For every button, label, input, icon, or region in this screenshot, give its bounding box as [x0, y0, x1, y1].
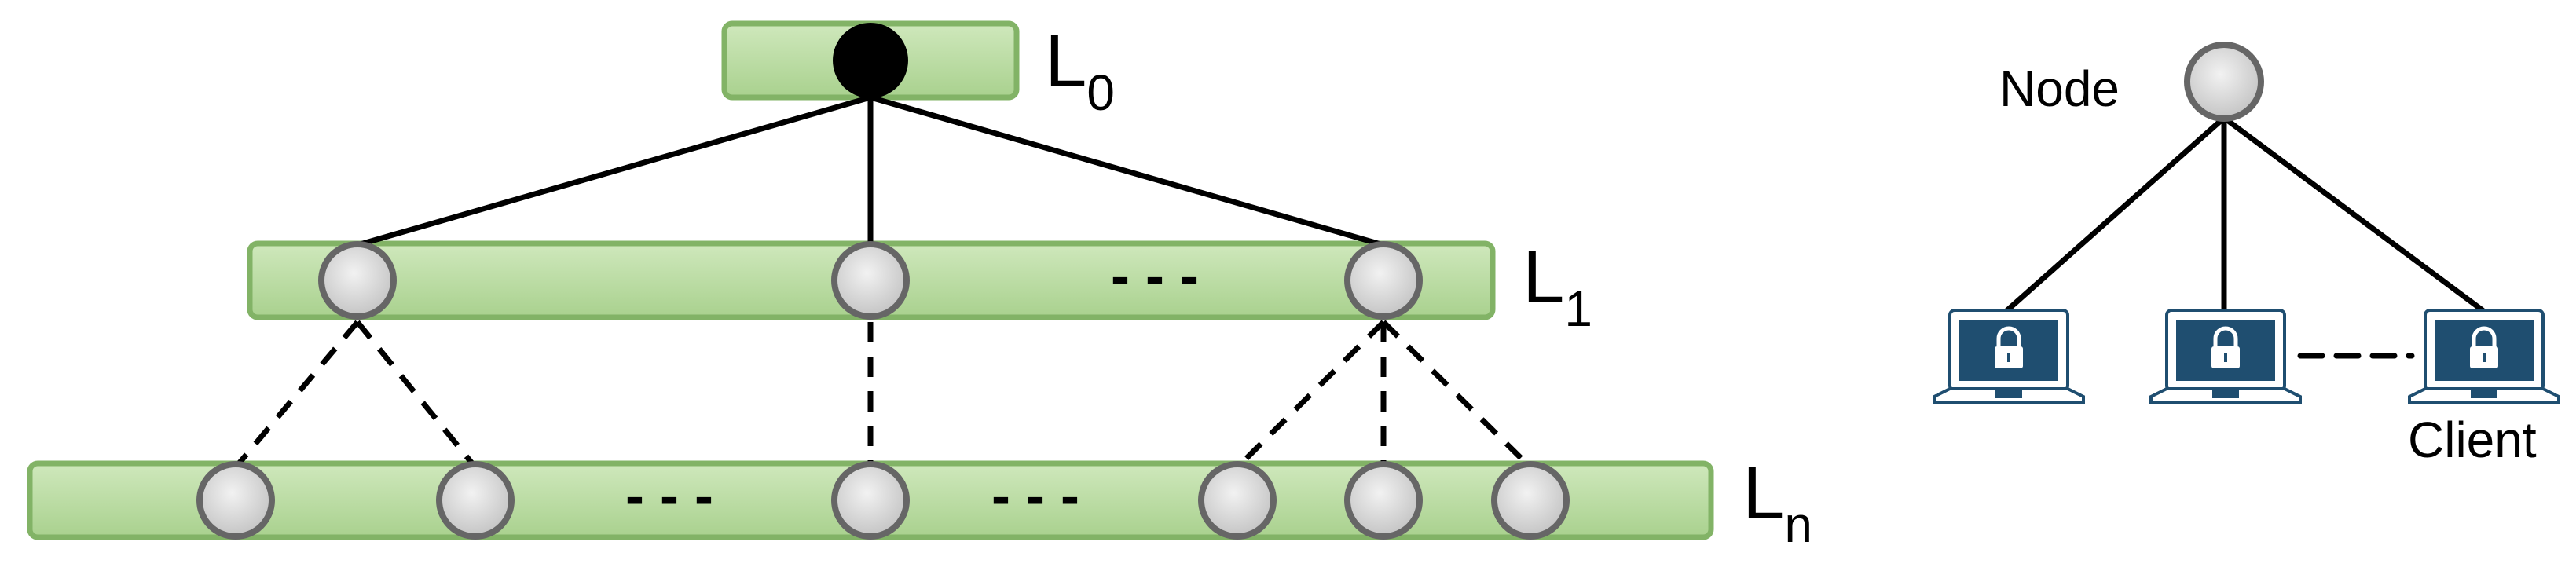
edge-l1a-ln1 — [233, 320, 360, 470]
dashed-edges — [233, 320, 1533, 470]
legend-edge-left — [2004, 115, 2227, 313]
laptop-lock-icon — [2149, 309, 2302, 404]
node-icon — [436, 461, 515, 540]
edge-root-l1-left — [354, 94, 874, 248]
laptop-lock-icon — [1933, 309, 2085, 404]
level-1-label: L1 — [1523, 235, 1592, 337]
level-1-nodes — [318, 241, 1423, 320]
legend-edge-right — [2221, 115, 2486, 313]
legend-node-icon — [2184, 42, 2264, 122]
laptop-lock-icon — [2408, 309, 2560, 404]
edge-l1c-ln4 — [1235, 320, 1386, 470]
node-icon — [1344, 461, 1423, 540]
level-0-label: L0 — [1045, 19, 1115, 121]
edge-l1c-ln6 — [1381, 320, 1533, 470]
root-node-icon — [833, 23, 908, 98]
ellipsis-marks: - - - - - - - - - — [625, 245, 1199, 528]
root-edges — [354, 94, 1387, 248]
ellipsis-level-1: - - - — [1111, 245, 1199, 308]
edge-l1a-ln2 — [355, 320, 478, 470]
level-n-nodes — [196, 461, 1570, 540]
level-n-label: Ln — [1742, 451, 1812, 553]
node-icon — [1344, 241, 1423, 320]
legend: Node — [1933, 42, 2560, 468]
legend-client-label: Client — [2408, 412, 2537, 468]
node-icon — [196, 461, 275, 540]
node-icon — [831, 241, 910, 320]
node-icon — [1491, 461, 1570, 540]
ellipsis-level-n-right: - - - — [991, 465, 1079, 528]
node-icon — [318, 241, 397, 320]
node-icon — [831, 461, 910, 540]
node-icon — [1198, 461, 1277, 540]
legend-node-label: Node — [1999, 60, 2120, 117]
legend-edges — [2004, 115, 2486, 359]
ellipsis-level-n-left: - - - — [625, 465, 713, 528]
edge-root-l1-right — [867, 94, 1387, 248]
